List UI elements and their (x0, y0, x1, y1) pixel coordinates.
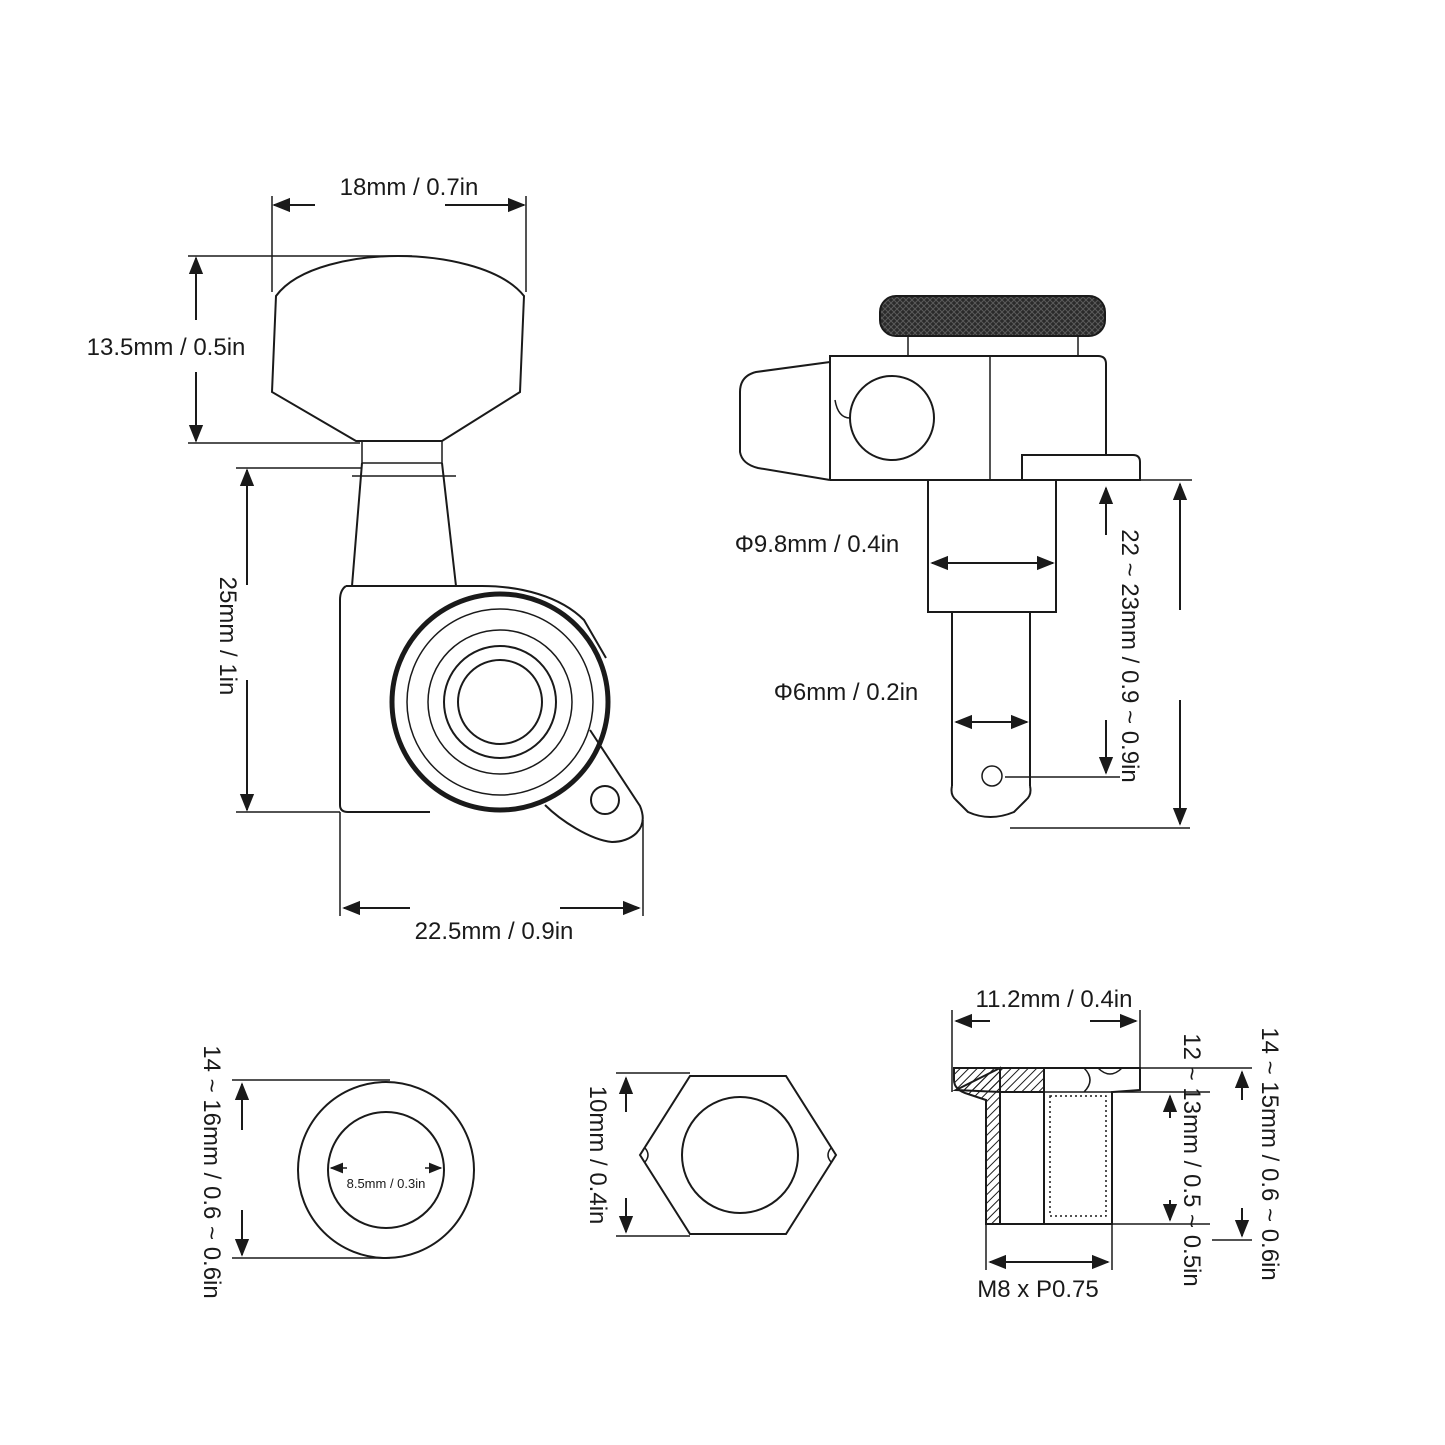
post-bushing (927, 479, 1057, 613)
body-width-label: 22.5mm / 0.9in (415, 918, 574, 945)
knurled-button (879, 295, 1106, 337)
ferrule-thread-label: M8 x P0.75 (977, 1276, 1098, 1303)
tuner-shaft (351, 462, 457, 587)
hex-nut-hole (681, 1096, 799, 1214)
mounting-hole (590, 785, 620, 815)
mounting-ear (544, 729, 644, 844)
ferrule-outer-height-label: 14 ~ 15mm / 0.6 ~ 0.6in (1256, 1027, 1283, 1281)
body-height-label: 25mm / 1in (214, 577, 241, 696)
tuner-button (270, 254, 526, 442)
washer-outer-label: 14 ~ 16mm / 0.6 ~ 0.6in (198, 1045, 225, 1299)
hex-nut-view: 10mm / 0.4in (584, 1072, 838, 1237)
ferrule-view: 11.2mm / 0.4in M8 x P0.75 12 ~ 13mm / 0.… (951, 986, 1283, 1303)
side-view: Φ9.8mm / 0.4in Φ6mm / 0.2in 22 ~ 23mm / … (735, 295, 1192, 829)
string-hole (981, 765, 1003, 787)
button-collar (361, 440, 443, 464)
washer-view: 14 ~ 16mm / 0.6 ~ 0.6in 8.5mm / 0.3in (198, 1045, 475, 1299)
nut-size-label: 10mm / 0.4in (584, 1086, 611, 1225)
side-housing (829, 355, 1107, 480)
washer-inner (327, 1111, 445, 1229)
side-knob (849, 375, 935, 461)
string-post (951, 612, 1031, 786)
ferrule-inner-height-label: 12 ~ 13mm / 0.5 ~ 0.5in (1178, 1033, 1205, 1287)
gear-cover-outer (389, 591, 611, 813)
bushing-diameter-label: Φ9.8mm / 0.4in (735, 531, 900, 558)
button-height-label: 13.5mm / 0.5in (87, 334, 246, 361)
button-width-label: 18mm / 0.7in (340, 174, 479, 201)
side-tab (739, 361, 831, 481)
ferrule-width-label: 11.2mm / 0.4in (976, 986, 1133, 1013)
ferrule-thread (1049, 1095, 1107, 1217)
tuner-housing (339, 585, 607, 813)
hex-nut-outline (638, 1075, 838, 1235)
washer-outer (297, 1081, 475, 1259)
post-length-label: 22 ~ 23mm / 0.9 ~ 0.9in (1116, 529, 1143, 783)
washer-inner-label: 8.5mm / 0.3in (347, 1176, 426, 1191)
post-diameter-label: Φ6mm / 0.2in (774, 679, 919, 706)
front-view: 18mm / 0.7in 13.5mm / 0.5in 25mm / 1in 2… (87, 174, 644, 945)
